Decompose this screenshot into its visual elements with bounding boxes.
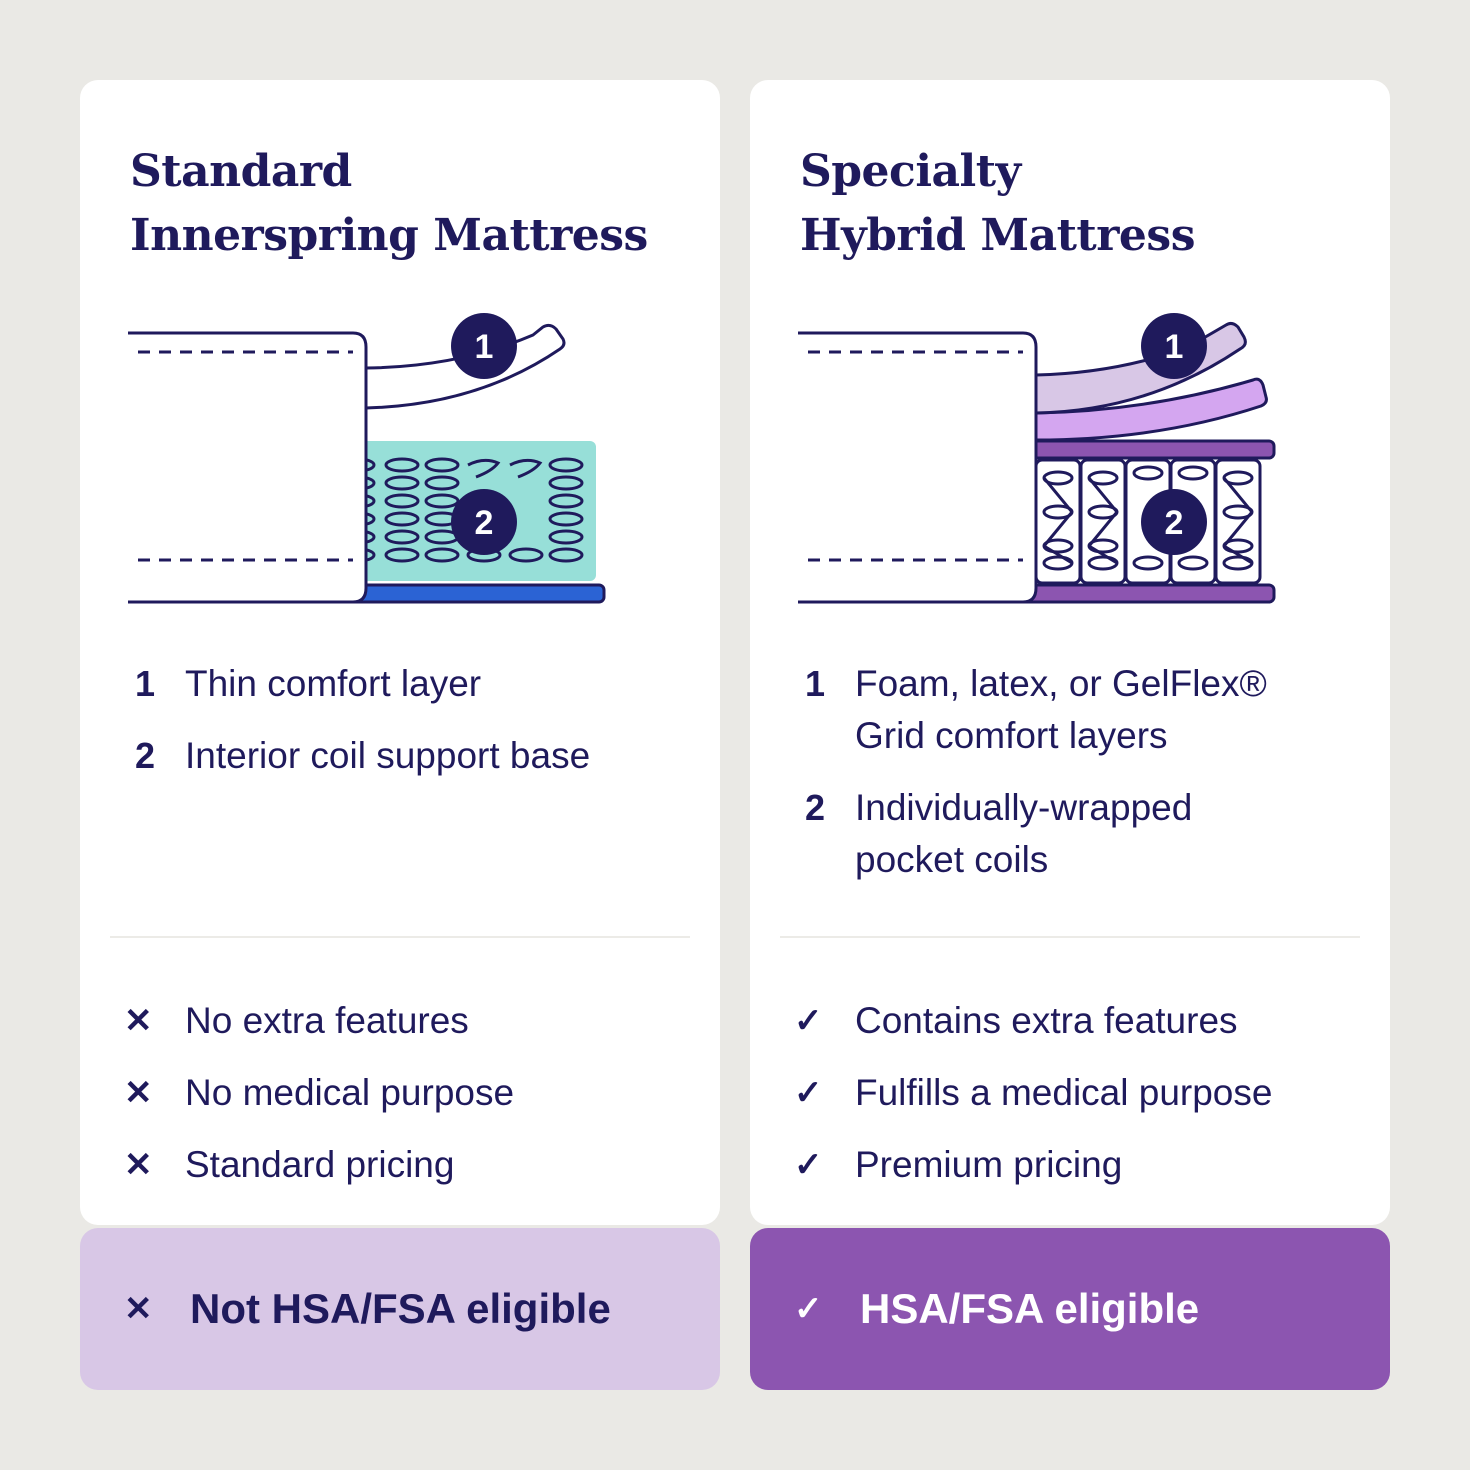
component-text-line: Foam, latex, or GelFlex® [855, 663, 1267, 704]
component-item: 1 Thin comfort layer [130, 658, 690, 710]
feature-text: No medical purpose [185, 1072, 515, 1113]
not-eligible-badge: ✕ Not HSA/FSA eligible [80, 1228, 720, 1390]
feature-item: ✕ No extra features [124, 985, 514, 1057]
component-text-line: pocket coils [855, 839, 1049, 880]
component-item: 1 Foam, latex, or GelFlex® Grid comfort … [800, 658, 1360, 762]
title-line-2: Hybrid Mattress [800, 210, 1195, 261]
component-item: 2 Interior coil support base [130, 730, 690, 782]
check-icon: ✓ [794, 1290, 823, 1328]
svg-text:2: 2 [1165, 504, 1184, 542]
feature-text: No extra features [185, 1000, 469, 1041]
feature-item: ✕ No medical purpose [124, 1057, 514, 1129]
x-icon: ✕ [124, 1146, 153, 1184]
title-line-1: Specialty [800, 146, 1021, 197]
x-icon: ✕ [124, 1290, 153, 1328]
component-item: 2 Individually-wrapped pocket coils [800, 782, 1360, 886]
feature-text: Standard pricing [185, 1144, 455, 1185]
component-number: 2 [135, 735, 156, 776]
eligible-badge: ✓ HSA/FSA eligible [750, 1228, 1390, 1390]
innerspring-mattress-illustration: 1 2 [128, 313, 606, 604]
component-list: 1 Thin comfort layer 2 Interior coil sup… [130, 658, 690, 802]
svg-text:1: 1 [1165, 328, 1184, 366]
svg-text:2: 2 [475, 504, 494, 542]
feature-text: Contains extra features [855, 1000, 1238, 1041]
check-icon: ✓ [794, 1002, 823, 1040]
check-icon: ✓ [794, 1074, 823, 1112]
component-number: 2 [805, 787, 826, 828]
feature-item: ✕ Standard pricing [124, 1129, 514, 1201]
badge-text: HSA/FSA eligible [860, 1285, 1200, 1332]
divider [110, 936, 690, 938]
marker-1: 1 [1141, 313, 1207, 379]
feature-list: ✓ Contains extra features ✓ Fulfills a m… [794, 985, 1272, 1201]
svg-text:1: 1 [475, 328, 494, 366]
card-title: Standard Innerspring Mattress [130, 140, 648, 268]
component-number: 1 [805, 663, 826, 704]
marker-1: 1 [451, 313, 517, 379]
component-text: Thin comfort layer [185, 663, 482, 704]
feature-item: ✓ Fulfills a medical purpose [794, 1057, 1272, 1129]
title-line-1: Standard [130, 146, 352, 197]
component-text: Individually-wrapped pocket coils [855, 782, 1192, 886]
feature-text: Premium pricing [855, 1144, 1123, 1185]
innerspring-card: Standard Innerspring Mattress [80, 80, 720, 1225]
component-text-line: Grid comfort layers [855, 715, 1168, 756]
feature-item: ✓ Premium pricing [794, 1129, 1272, 1201]
card-title: Specialty Hybrid Mattress [800, 140, 1195, 268]
component-list: 1 Foam, latex, or GelFlex® Grid comfort … [800, 658, 1360, 906]
divider [780, 936, 1360, 938]
badge-text: Not HSA/FSA eligible [190, 1285, 611, 1332]
x-icon: ✕ [124, 1074, 153, 1112]
marker-2: 2 [451, 489, 517, 555]
feature-list: ✕ No extra features ✕ No medical purpose… [124, 985, 514, 1201]
hybrid-card: Specialty Hybrid Mattress [750, 80, 1390, 1225]
check-icon: ✓ [794, 1146, 823, 1184]
title-line-2: Innerspring Mattress [130, 210, 648, 261]
component-number: 1 [135, 663, 156, 704]
component-text-line: Individually-wrapped [855, 787, 1193, 828]
component-text: Foam, latex, or GelFlex® Grid comfort la… [855, 658, 1267, 762]
feature-text: Fulfills a medical purpose [855, 1072, 1273, 1113]
component-text: Interior coil support base [185, 735, 591, 776]
feature-item: ✓ Contains extra features [794, 985, 1272, 1057]
x-icon: ✕ [124, 1002, 153, 1040]
marker-2: 2 [1141, 489, 1207, 555]
hybrid-mattress-illustration: 1 2 [798, 313, 1276, 604]
